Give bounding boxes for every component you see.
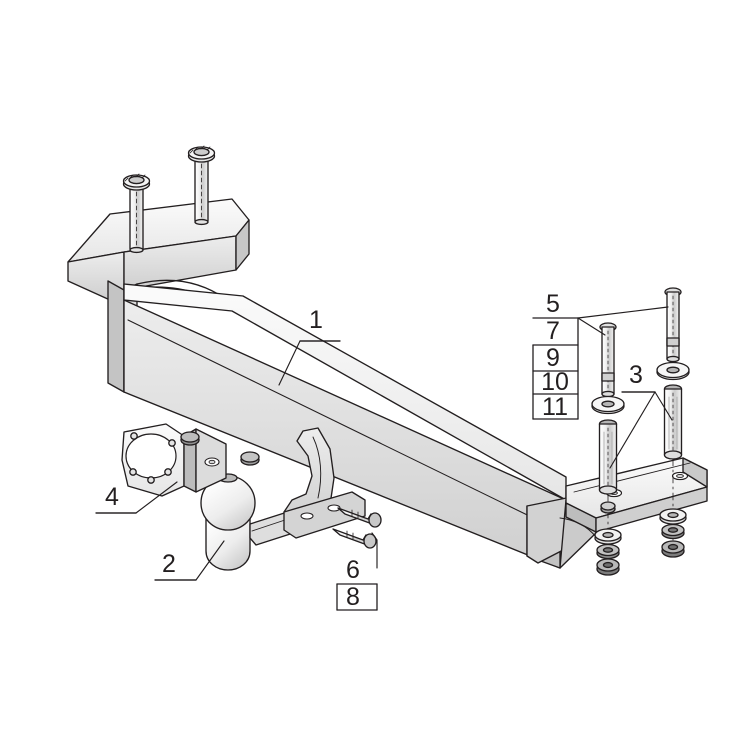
callout-5: 5 [546, 290, 560, 318]
callout-labels: 1 2 3 4 5 6 7 8 9 10 11 [105, 290, 643, 611]
callout-10: 10 [541, 368, 569, 396]
hex-bolt-6 [337, 507, 382, 528]
callout-9: 9 [546, 344, 560, 372]
callout-3: 3 [629, 361, 643, 389]
socket-mounting-bracket [121, 423, 227, 497]
hardware-stack-left [591, 322, 625, 576]
callout-8: 8 [346, 583, 360, 611]
callout-bracket-right [532, 317, 579, 420]
callout-bracket-bottom [336, 583, 378, 611]
right-mounting-plate [565, 457, 708, 533]
main-crossbeam [67, 198, 597, 569]
callout-6: 6 [346, 556, 360, 584]
callout-1: 1 [309, 306, 323, 334]
callout-7: 7 [546, 317, 560, 345]
callout-4: 4 [105, 483, 119, 511]
top-left-bolt-small [122, 173, 151, 254]
hardware-stack-right [656, 287, 690, 561]
hex-bolt-8 [332, 528, 377, 549]
top-left-bolt-large [187, 145, 216, 226]
callout-2: 2 [162, 550, 176, 578]
callout-underlines [95, 340, 656, 581]
callout-11: 11 [542, 393, 568, 421]
